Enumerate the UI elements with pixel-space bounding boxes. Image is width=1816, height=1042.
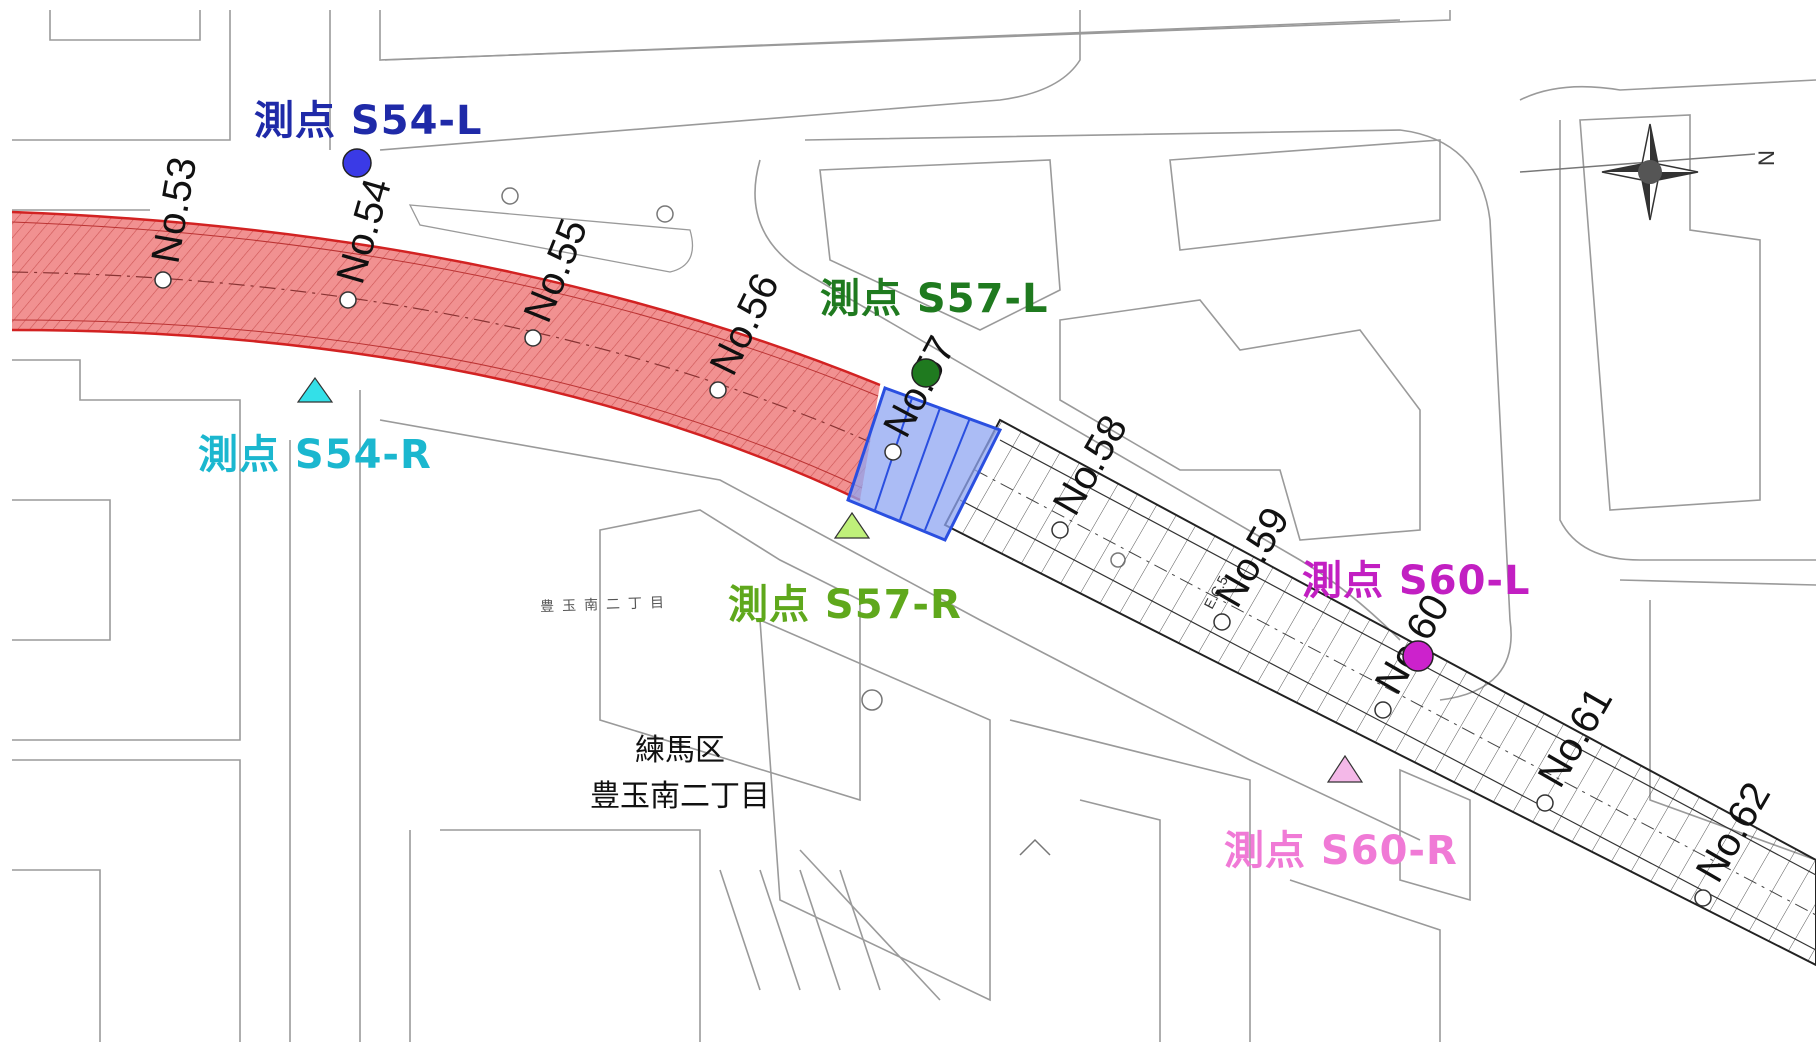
survey-label-s60-l: 測点 S60-L: [1302, 558, 1531, 604]
station-markers: [154, 271, 1712, 907]
survey-marker-s54-r: [296, 376, 334, 403]
completed-corridor: [11, 210, 881, 502]
area-label: 練馬区 豊玉南二丁目: [560, 728, 800, 820]
survey-markers: [296, 148, 1434, 783]
survey-marker-s57-r: [833, 511, 871, 539]
survey-marker-s57-l: [911, 358, 941, 388]
survey-label-s57-r: 測点 S57-R: [728, 582, 962, 628]
survey-label-s60-r: 測点 S60-R: [1224, 828, 1458, 874]
survey-marker-s60-l: [1402, 640, 1434, 672]
survey-label-s54-l: 測点 S54-L: [254, 98, 483, 144]
current-section: [846, 386, 1003, 542]
ward-label: 練馬区: [635, 733, 725, 768]
compass-rose-icon: N: [1519, 123, 1779, 221]
survey-marker-s54-l: [342, 148, 372, 178]
compass-north-label: N: [1754, 150, 1779, 166]
district-label: 豊玉南二丁目: [590, 779, 770, 814]
survey-label-s57-l: 測点 S57-L: [820, 276, 1049, 322]
survey-label-s54-r: 測点 S54-R: [198, 432, 432, 478]
survey-marker-s60-r: [1326, 754, 1364, 783]
